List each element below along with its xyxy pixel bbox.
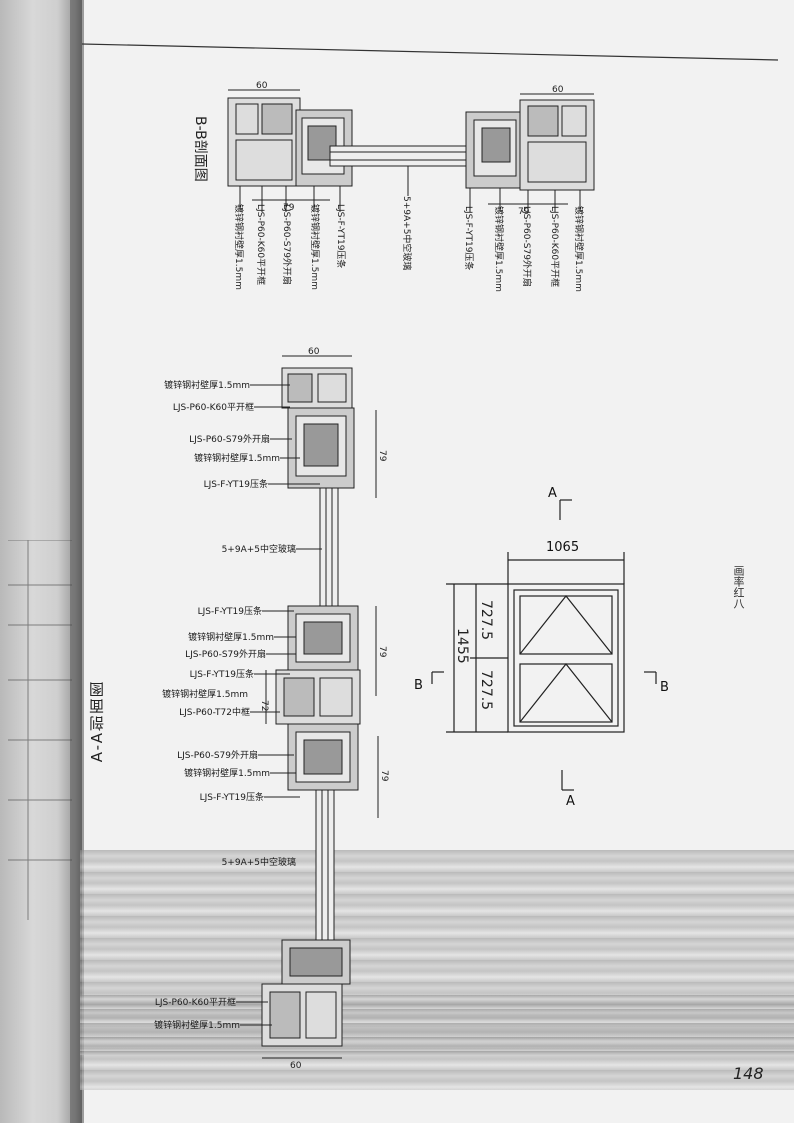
scan-noise-band-lower (80, 995, 794, 1055)
elev-dim-lower: 727.5 (478, 670, 494, 710)
aa-label-1: 镀锌钢衬壁厚1.5mm (164, 381, 250, 391)
aa-label-13: LJS-P60-S79外开扇 (177, 751, 258, 761)
aa-section (236, 355, 379, 1059)
aa-label-9: LJS-P60-S79外开扇 (185, 650, 266, 660)
section-mark-b-right: B (660, 680, 669, 695)
aa-label-18: 镀锌钢衬壁厚1.5mm (154, 1021, 240, 1031)
section-mark-b-left: B (414, 678, 423, 693)
table-remnant (8, 540, 72, 920)
bb-dim-right-79: 79 (518, 207, 530, 217)
aa-label-12: LJS-P60-T72中框 (179, 708, 250, 718)
aa-label-2: LJS-P60-K60平开框 (172, 403, 254, 413)
aa-dim-72: 72 (259, 700, 269, 711)
aa-label-17: LJS-P60-K60平开框 (154, 998, 236, 1008)
aa-label-8: 镀锌钢衬壁厚1.5mm (188, 633, 274, 643)
aa-label-5: LJS-F-YT19压条 (203, 480, 268, 490)
aa-dim-79-a: 79 (377, 450, 387, 462)
aa-label-15: LJS-F-YT19压条 (199, 793, 264, 803)
aa-dim-79-b: 79 (377, 646, 387, 658)
scan-noise-band (80, 850, 794, 1090)
aa-label-16: 5+9A+5中空玻璃 (221, 858, 296, 868)
bb-right-label-5: 镀锌钢衬壁厚1.5mm (573, 206, 585, 292)
bb-dim-left-60: 60 (256, 81, 268, 91)
top-rule (81, 43, 779, 61)
bb-left-label-3: LJS-P60-S79外开扇 (281, 204, 293, 285)
bb-right-label-4: LJS-P60-K60平开框 (549, 206, 561, 287)
handwritten-note: 画率红八 (732, 565, 745, 609)
aa-dim-top-60: 60 (308, 347, 320, 357)
book-binding (0, 0, 82, 1123)
page-number: 148 (733, 1064, 764, 1083)
binding-shadow (70, 0, 84, 1123)
bb-glass-label: 5+9A+5中空玻璃 (401, 196, 413, 270)
aa-label-14: 镀锌钢衬壁厚1.5mm (184, 769, 270, 779)
bb-dim-right-60: 60 (552, 85, 564, 95)
aa-label-7: LJS-F-YT19压条 (197, 607, 262, 617)
bb-left-label-1: 镀锌钢衬壁厚1.5mm (233, 204, 245, 290)
aa-title: A-A剖面图 (88, 680, 106, 763)
bb-left-label-4: 镀锌钢衬壁厚1.5mm (309, 204, 321, 290)
bb-title: B-B剖面图 (192, 116, 208, 182)
aa-dim-bottom-60: 60 (290, 1061, 302, 1071)
aa-label-10: LJS-F-YT19压条 (189, 670, 254, 680)
section-mark-a-top: A (548, 486, 557, 501)
bb-left-label-2: LJS-P60-K60平开框 (255, 204, 267, 285)
aa-dim-79-c: 79 (379, 770, 389, 782)
bb-right-label-3: LJS-P60-S79外开扇 (521, 206, 533, 287)
aa-label-4: 镀锌钢衬壁厚1.5mm (194, 454, 280, 464)
elev-dim-width: 1065 (546, 540, 580, 555)
bb-right-label-2: 镀锌钢衬壁厚1.5mm (493, 206, 505, 292)
aa-label-3: LJS-P60-S79外开扇 (189, 435, 270, 445)
aa-label-11: 镀锌钢衬壁厚1.5mm (162, 690, 248, 700)
window-elevation (431, 499, 657, 791)
elev-dim-upper: 727.5 (478, 600, 494, 640)
bb-title-group: B-B剖面图 (192, 116, 208, 182)
bb-left-label-5: LJS-F-YT19压条 (335, 204, 347, 268)
bb-section (227, 89, 595, 212)
section-mark-a-bottom: A (566, 794, 575, 809)
bb-right-label-1: LJS-F-YT19压条 (463, 206, 475, 270)
bb-dim-left-79: 79 (283, 203, 295, 213)
elev-dim-height: 1455 (454, 628, 470, 664)
aa-label-6: 5+9A+5中空玻璃 (221, 545, 296, 555)
